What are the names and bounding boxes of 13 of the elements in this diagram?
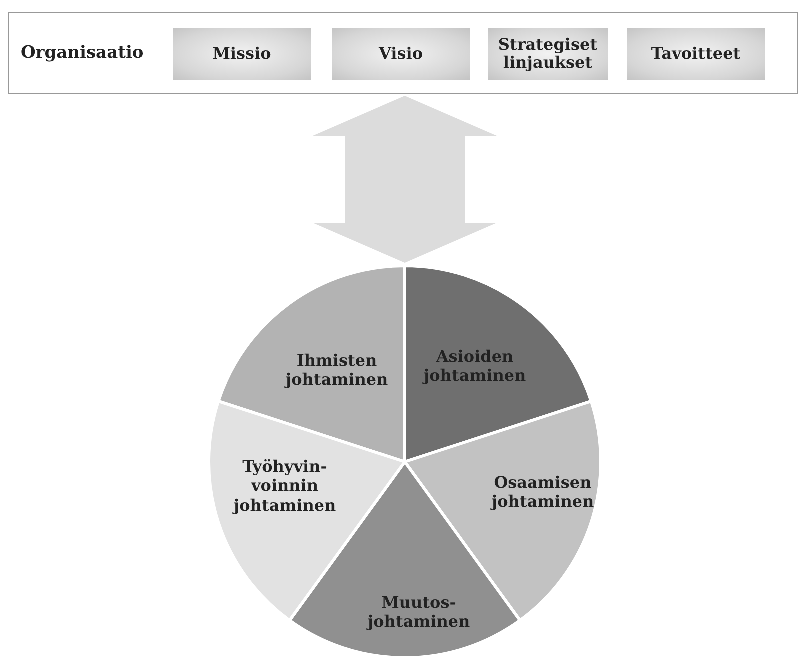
concept-box: Missio: [173, 28, 311, 80]
double-arrow: [313, 96, 497, 263]
concept-box: Strategiset linjaukset: [488, 28, 608, 80]
puzzle-circle: [208, 265, 602, 659]
segment-label: Ihmisten johtaminen: [284, 350, 390, 390]
segment-label: Asioiden johtaminen: [422, 346, 528, 386]
segment-label: Osaamisen johtaminen: [490, 472, 596, 512]
band-heading: Organisaatio: [21, 42, 144, 64]
header-band: [8, 12, 798, 94]
concept-box: Tavoitteet: [627, 28, 765, 80]
concept-box: Visio: [332, 28, 470, 80]
segment-label: Muutos- johtaminen: [366, 592, 472, 632]
segment-label: Työhyvin- voinnin johtaminen: [232, 457, 338, 515]
